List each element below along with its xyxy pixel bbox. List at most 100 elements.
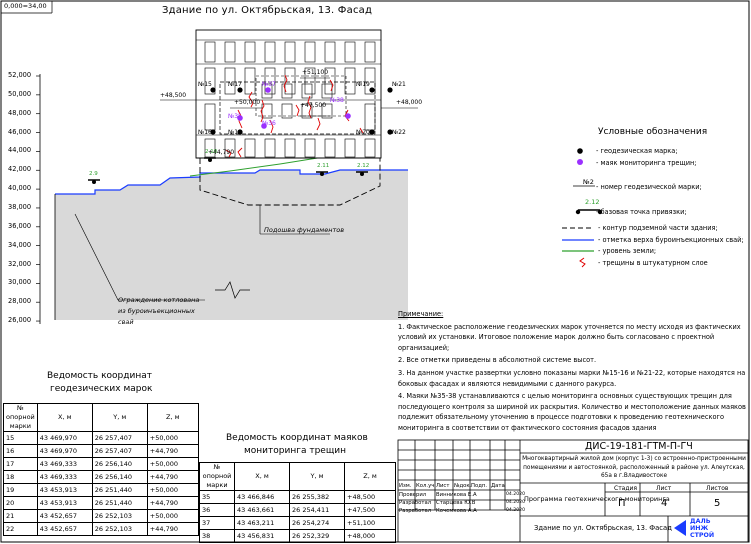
table-cell: 16: [3, 444, 38, 458]
pit-fence-label: Ограждение котлована из буроинъекционных…: [118, 296, 200, 326]
base-point-label: 2.10: [205, 149, 218, 155]
title-block-col-header: Изм.: [399, 483, 412, 489]
geodetic-mark: [237, 87, 243, 93]
level-label: +51,100: [302, 69, 329, 76]
geodetic-mark-number: №15: [198, 81, 212, 88]
table-cell: 26 257,407: [91, 444, 148, 458]
base-point: [208, 158, 212, 162]
table-cell: 43 469,970: [36, 431, 93, 445]
table-header-cell: Z, м: [344, 462, 396, 491]
geo-table-subtitle: геодезических марок: [50, 384, 153, 394]
table-cell: +51,100: [344, 516, 396, 530]
ground-section: [54, 145, 408, 320]
title-block-col-header: Кол.уч: [416, 483, 435, 489]
geo-table-title: Ведомость координат: [47, 371, 152, 381]
table-cell: 43 452,657: [36, 509, 93, 523]
table-cell: +44,790: [146, 470, 199, 484]
stage-value: П: [618, 498, 626, 509]
elevation-tick-label: 48,000: [8, 108, 32, 117]
note-item: 3. На данном участке развертки условно п…: [398, 368, 746, 388]
table-cell: 19: [3, 483, 38, 497]
building-facade: [195, 29, 382, 159]
table-cell: 15: [3, 431, 38, 445]
elevation-tick-label: 36,000: [8, 221, 32, 230]
table-cell: 26 254,411: [289, 503, 345, 517]
table-cell: +44,790: [146, 496, 199, 510]
title-block-date: 04.2020: [506, 508, 525, 513]
table-cell: 26 256,140: [91, 470, 148, 484]
legend-item: - номер геодезической марки;: [596, 183, 702, 191]
title-block-date: 04.2020: [506, 500, 525, 505]
level-label: +47,500: [300, 102, 327, 109]
crack-beacon-number: №35: [228, 113, 242, 120]
table-cell: +50,000: [146, 483, 199, 497]
crack-beacon-marker: [345, 113, 351, 119]
table-cell: 26 252,103: [91, 522, 148, 536]
table-cell: 43 469,333: [36, 457, 93, 471]
geodetic-mark: [237, 129, 243, 135]
elevation-scale: [36, 74, 41, 324]
table-cell: 43 463,211: [234, 516, 290, 530]
geodetic-mark-number: №17: [228, 81, 242, 88]
table-cell: 43 452,657: [36, 522, 93, 536]
beacon-table-subtitle: мониторинга трещин: [244, 446, 347, 456]
table-cell: 26 257,407: [91, 431, 148, 445]
foundation-label: Подошва фундаментов: [264, 226, 345, 234]
title-block-col-header: Лист: [436, 483, 450, 489]
legend-item: - контур подземной части здания;: [598, 224, 718, 232]
sheets-value: 5: [714, 498, 721, 509]
table-header-cell: Y, м: [289, 462, 345, 491]
geodetic-mark-number: №22: [392, 129, 406, 136]
beacon-table-title: Ведомость координат маяков: [226, 433, 368, 443]
title-block-col-header: №док.: [454, 483, 472, 489]
elevation-tick-label: 40,000: [8, 184, 32, 193]
table-cell: +44,790: [146, 522, 199, 536]
elevation-tick-label: 44,000: [8, 146, 32, 155]
crack-beacon-marker: [237, 115, 243, 121]
legend-item: - базовая точка привязки;: [596, 208, 687, 216]
table-header-cell: № опорной марки: [3, 403, 38, 432]
table-cell: +44,790: [146, 444, 199, 458]
company-logo-icon: [674, 520, 686, 536]
elevation-tick-label: 52,000: [8, 71, 32, 79]
level-label: +44,790: [208, 149, 235, 156]
crack-beacon-number: №36: [262, 120, 276, 127]
foundation-contour: [199, 150, 381, 206]
geodetic-mark-number: №18: [228, 129, 242, 136]
document-code: ДИС-19-181-ГТМ-П-ГЧ: [585, 441, 693, 452]
geodetic-mark-number: №21: [392, 81, 406, 88]
elevation-tick-label: 28,000: [8, 297, 32, 306]
table-cell: 22: [3, 522, 38, 536]
table-cell: 43 453,913: [36, 483, 93, 497]
table-header-cell: X, м: [234, 462, 290, 491]
note-item: 2. Все отметки приведены в абсолютной си…: [398, 356, 597, 365]
geodetic-mark-number: №19: [356, 81, 370, 88]
table-cell: +48,500: [344, 490, 396, 504]
title-block-role: Разработал: [399, 508, 432, 514]
table-header-cell: Y, м: [91, 403, 148, 432]
table-cell: 17: [3, 457, 38, 471]
legend-item: - маяк мониторинга трещин;: [596, 159, 697, 167]
table-header-cell: № опорной марки: [199, 462, 235, 491]
table-cell: 43 456,831: [234, 529, 290, 543]
table-cell: 26 251,440: [91, 483, 148, 497]
base-point-label: 2.11: [317, 163, 330, 169]
legend-item: - трещины в штукатурном слое: [598, 259, 708, 267]
table-cell: 43 469,970: [36, 444, 93, 458]
elevation-tick-label: 30,000: [8, 278, 32, 287]
table-cell: 26 251,440: [91, 496, 148, 510]
sheets-header: Листов: [706, 485, 729, 492]
geodetic-mark-number: №20: [356, 129, 370, 136]
notes-heading: Примечание:: [398, 310, 444, 318]
table-cell: 43 469,333: [36, 470, 93, 484]
